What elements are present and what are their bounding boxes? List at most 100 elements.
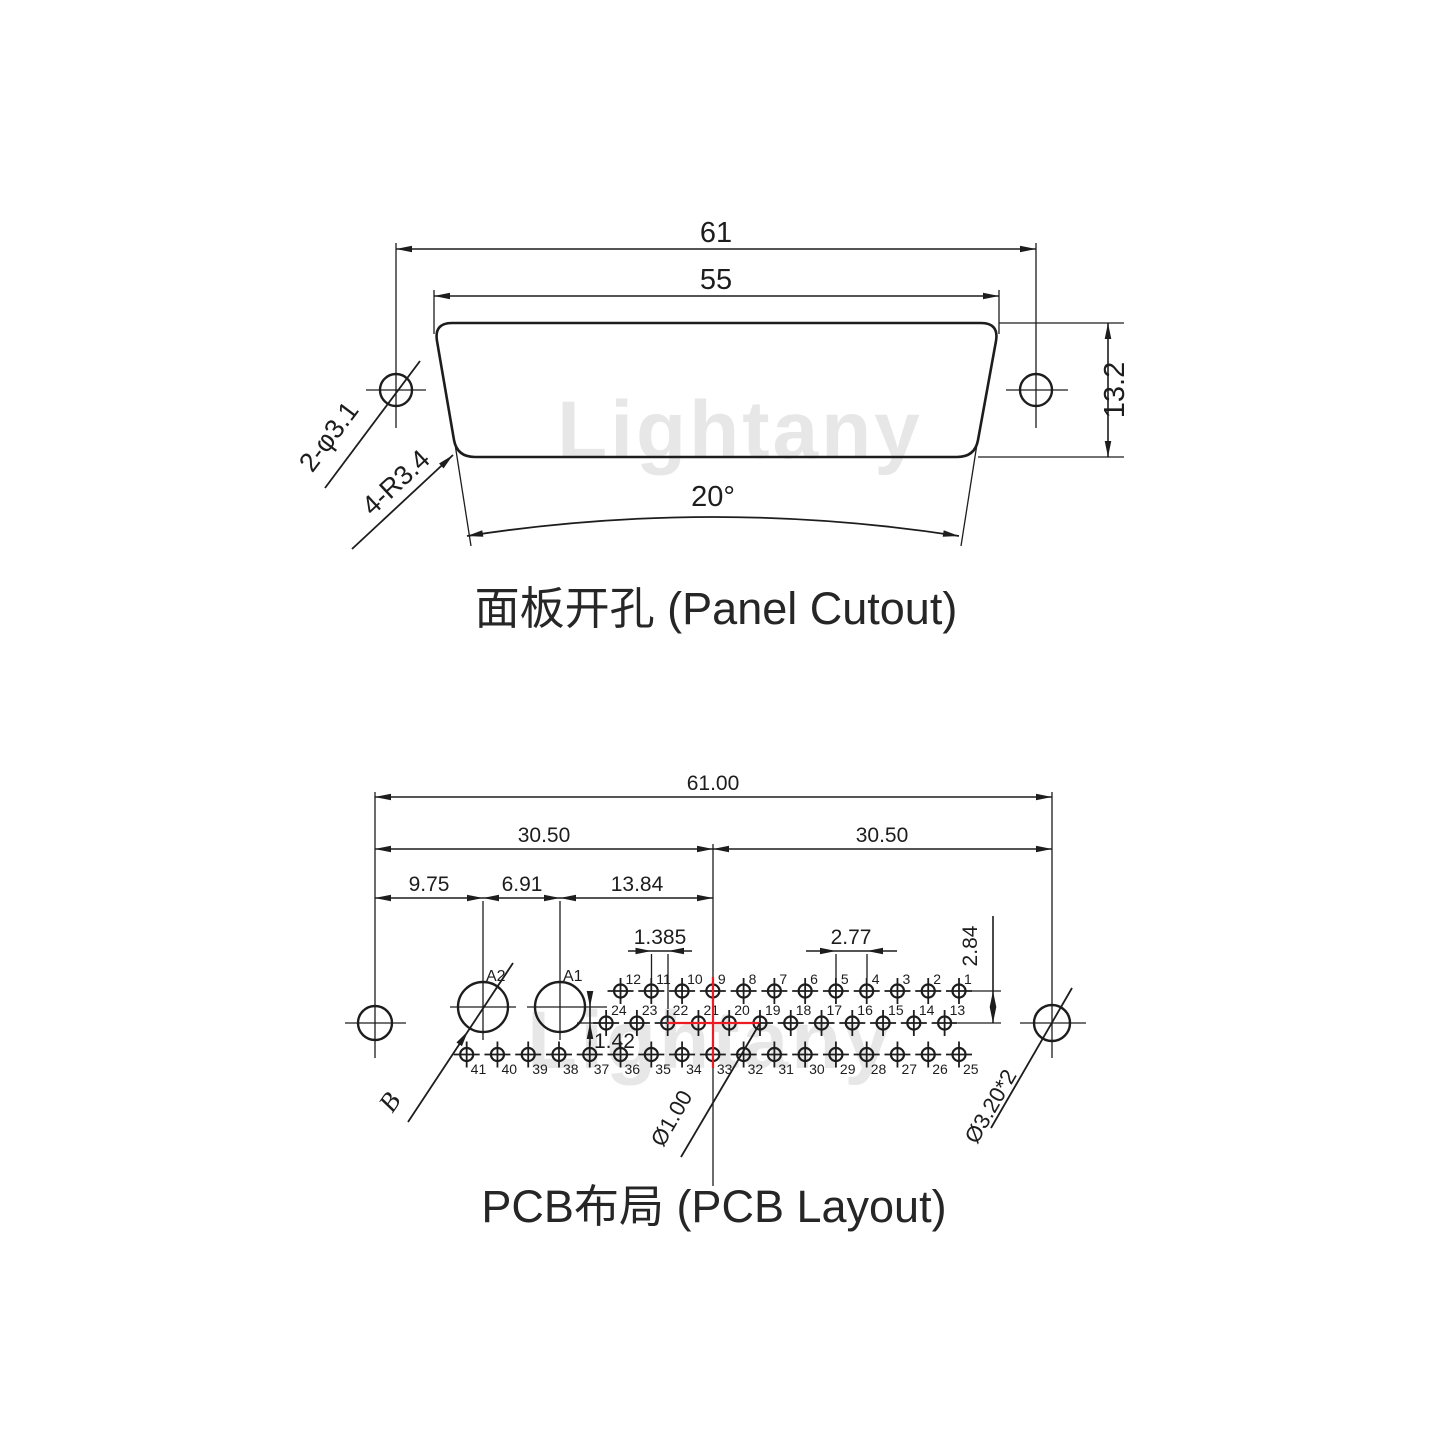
pcb-pin: 38 — [545, 1041, 579, 1077]
pin-number: 25 — [963, 1061, 979, 1077]
panel-cutout-outline — [435, 321, 998, 459]
pin-number: 29 — [840, 1061, 856, 1077]
pin-number: 24 — [611, 1002, 627, 1018]
pin-number: 14 — [919, 1002, 935, 1018]
pin-hole — [459, 1046, 475, 1063]
arrowhead — [586, 991, 594, 1007]
leader-mount-hole-dia — [990, 987, 1073, 1129]
pcb-pin: 3 — [884, 971, 911, 1004]
dim-text-a1-to-center: 13.84 — [611, 873, 664, 896]
pin-number: 39 — [532, 1061, 548, 1077]
pcb-pin: 24 — [593, 1002, 627, 1036]
pin-hole — [643, 1046, 659, 1063]
pin-hole — [598, 1015, 614, 1031]
pin-number: 35 — [655, 1061, 671, 1077]
pin-hole — [643, 983, 659, 999]
arrowhead — [434, 292, 450, 300]
pin-number: 19 — [765, 1002, 781, 1018]
pcb-pin: 40 — [484, 1041, 517, 1077]
pcb-pin: 18 — [777, 1002, 812, 1036]
arrowhead — [375, 894, 391, 902]
pin-hole — [612, 1046, 629, 1063]
arrowhead — [586, 1023, 594, 1039]
pcb-pin: 23 — [623, 1002, 658, 1036]
dim-text-a2-to-a1: 6.91 — [502, 873, 543, 896]
arrowhead — [668, 947, 684, 955]
pin-number: 2 — [933, 971, 941, 987]
pin-hole — [582, 1046, 598, 1063]
pin-hole — [813, 1015, 830, 1031]
pcb-pin: 7 — [761, 971, 788, 1004]
pin-number: 11 — [656, 971, 671, 987]
pin-number: 7 — [779, 971, 787, 987]
arrowhead — [467, 894, 483, 902]
pin-number: 4 — [872, 971, 880, 987]
pcb-pin: 11 — [638, 971, 671, 1004]
pin-hole — [889, 1046, 906, 1063]
arrowhead — [989, 991, 997, 1007]
pcb-pin: 26 — [915, 1041, 948, 1077]
pin-hole — [859, 983, 875, 999]
arrowhead — [396, 245, 412, 253]
dim-text-right-half: 30.50 — [856, 824, 909, 847]
pin-hole — [797, 983, 813, 999]
dim-text-row-spacing: 2.84 — [959, 925, 982, 966]
ext-line-angle-left — [454, 443, 472, 547]
arrowhead — [1036, 793, 1052, 801]
pcb-pin: 2 — [915, 971, 942, 1004]
pin-hole — [859, 1046, 875, 1063]
arrowhead — [375, 793, 391, 801]
panel-cutout-title: 面板开孔 (Panel Cutout) — [475, 583, 958, 634]
arrowhead — [942, 530, 959, 537]
pin-hole — [766, 1046, 782, 1063]
pin-number: 22 — [673, 1002, 689, 1018]
leader-corner-radius — [351, 454, 454, 550]
pin-hole — [736, 1046, 752, 1063]
pin-number: 41 — [471, 1061, 487, 1077]
pin-hole — [906, 1015, 922, 1031]
pin-grid: 1234567891011121314151617181920212223242… — [453, 971, 979, 1077]
pin-hole — [920, 1046, 936, 1063]
pcb-pin: 34 — [669, 1041, 702, 1077]
arrowhead — [1036, 845, 1052, 853]
pcb-layout-diagram: 61.00 30.50 30.50 9.75 6.91 13.84 1.385 … — [345, 772, 1086, 1232]
label-a2: A2 — [486, 968, 506, 985]
pcb-pin: 29 — [822, 1041, 856, 1077]
pin-number: 32 — [748, 1061, 764, 1077]
arrowhead — [713, 845, 729, 853]
arrowhead — [483, 894, 499, 902]
pin-hole — [736, 983, 752, 999]
pin-hole — [629, 1015, 645, 1031]
arrowhead — [560, 894, 576, 902]
pcb-pin: 35 — [638, 1041, 671, 1077]
dimension-arrowheads — [375, 245, 1112, 1047]
pin-number: 17 — [827, 1002, 843, 1018]
pin-hole — [844, 1015, 860, 1031]
pcb-pin: 4 — [853, 971, 880, 1004]
dim-text-pin-pitch: 2.77 — [831, 926, 872, 949]
pin-hole — [674, 983, 690, 999]
pin-number: 37 — [594, 1061, 610, 1077]
pin-hole — [520, 1046, 536, 1063]
pin-number: 30 — [809, 1061, 825, 1077]
arrowhead — [544, 894, 560, 902]
pin-number: 3 — [902, 971, 910, 987]
pcb-pin: 36 — [607, 1041, 640, 1077]
pin-number: 15 — [888, 1002, 904, 1018]
pcb-pin: 30 — [792, 1041, 825, 1077]
pin-number: 33 — [717, 1061, 733, 1077]
pin-number: 5 — [841, 971, 849, 987]
pin-number: 21 — [703, 1002, 719, 1018]
arrowhead — [1104, 323, 1112, 339]
pin-hole — [828, 983, 844, 999]
dim-text-a-row-offset: 1.42 — [594, 1030, 635, 1053]
ext-line-angle-right — [960, 443, 978, 547]
pin-number: 34 — [686, 1061, 702, 1077]
pin-number: 6 — [810, 971, 818, 987]
arrowhead — [467, 530, 484, 537]
pin-hole — [551, 1046, 567, 1063]
pcb-pin: 16 — [839, 1002, 873, 1036]
arrowhead — [867, 947, 883, 955]
